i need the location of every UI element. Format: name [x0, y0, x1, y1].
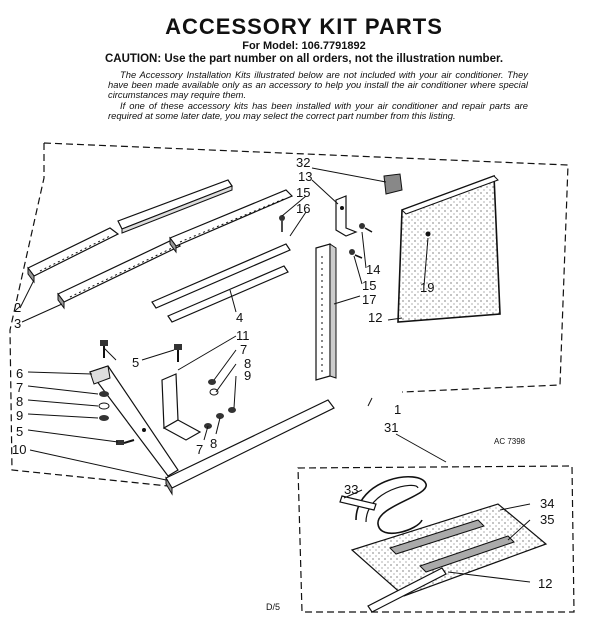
callout-8-left: 8: [16, 394, 23, 409]
callout-12: 12: [368, 310, 382, 325]
callout-10: 10: [12, 442, 26, 457]
callout-12-lower: 12: [538, 576, 552, 591]
bolt-icon: [116, 439, 135, 445]
model-line: For Model: 106.7791892: [242, 40, 366, 52]
callout-11: 11: [236, 328, 250, 343]
callout-7-left: 7: [16, 380, 23, 395]
callout-9: 9: [244, 368, 251, 383]
intro-paragraph-1: The Accessory Installation Kits illustra…: [108, 69, 528, 100]
callout-5-left: 5: [16, 424, 23, 439]
callout-17: 17: [362, 292, 376, 307]
callout-15-lower: 15: [362, 278, 376, 293]
seal-strip: [151, 243, 291, 323]
intro-paragraph-2: If one of these accessory kits has been …: [108, 100, 528, 121]
kit-boundary-lower: [9, 143, 169, 487]
callout-8-lower: 8: [210, 436, 217, 451]
side-channel-long: [57, 239, 182, 310]
callout-15: 15: [296, 185, 310, 200]
base-plate: [350, 503, 548, 597]
top-channel-long: [169, 189, 294, 254]
callout-3: 3: [14, 316, 21, 331]
callout-33: 33: [344, 482, 358, 497]
drawing-code: AC 7398: [494, 437, 526, 446]
callout-13: 13: [298, 169, 312, 184]
support-leg: [89, 365, 179, 477]
callout-32: 32: [296, 155, 310, 170]
callout-2: 2: [14, 300, 21, 315]
gasket-loop: [355, 476, 427, 534]
angle-bracket: [161, 373, 202, 441]
callout-1: 1: [394, 402, 401, 417]
page-code: D/5: [266, 602, 280, 612]
callout-16: 16: [296, 201, 310, 216]
bolt-icon: [174, 344, 182, 362]
leader-lines: [19, 167, 531, 583]
screw-icon: [349, 249, 363, 259]
callout-35: 35: [540, 512, 554, 527]
callout-14: 14: [366, 262, 380, 277]
callout-7: 7: [240, 342, 247, 357]
callout-8: 8: [244, 356, 251, 371]
screw-icon: [279, 215, 285, 232]
bolt-icon: [100, 340, 108, 358]
page-title: ACCESSORY KIT PARTS: [165, 14, 443, 39]
callout-19: 19: [420, 280, 434, 295]
sub-kit-boundary: [297, 465, 575, 613]
side-channel-left: [27, 227, 120, 284]
clip-part: [383, 173, 403, 195]
callout-31: 31: [384, 420, 398, 435]
filler-panel: [397, 174, 501, 323]
bottom-rail: [165, 399, 335, 496]
callout-5: 5: [132, 355, 139, 370]
washer-nut-stack: [98, 391, 110, 421]
top-channel-rail: [117, 179, 233, 234]
callout-7-lower: 7: [196, 442, 203, 457]
intro-text: The Accessory Installation Kits illustra…: [108, 70, 528, 122]
mounting-bracket: [335, 195, 358, 237]
foam-strip: [339, 495, 377, 511]
callout-4: 4: [236, 310, 243, 325]
vertical-post: [315, 243, 337, 381]
bottom-channel: [367, 567, 447, 613]
caution-note: CAUTION: Use the part number on all orde…: [104, 53, 504, 65]
callout-9-left: 9: [16, 408, 23, 423]
callout-6: 6: [16, 366, 23, 381]
screw-icon: [359, 223, 373, 233]
callout-34: 34: [540, 496, 554, 511]
